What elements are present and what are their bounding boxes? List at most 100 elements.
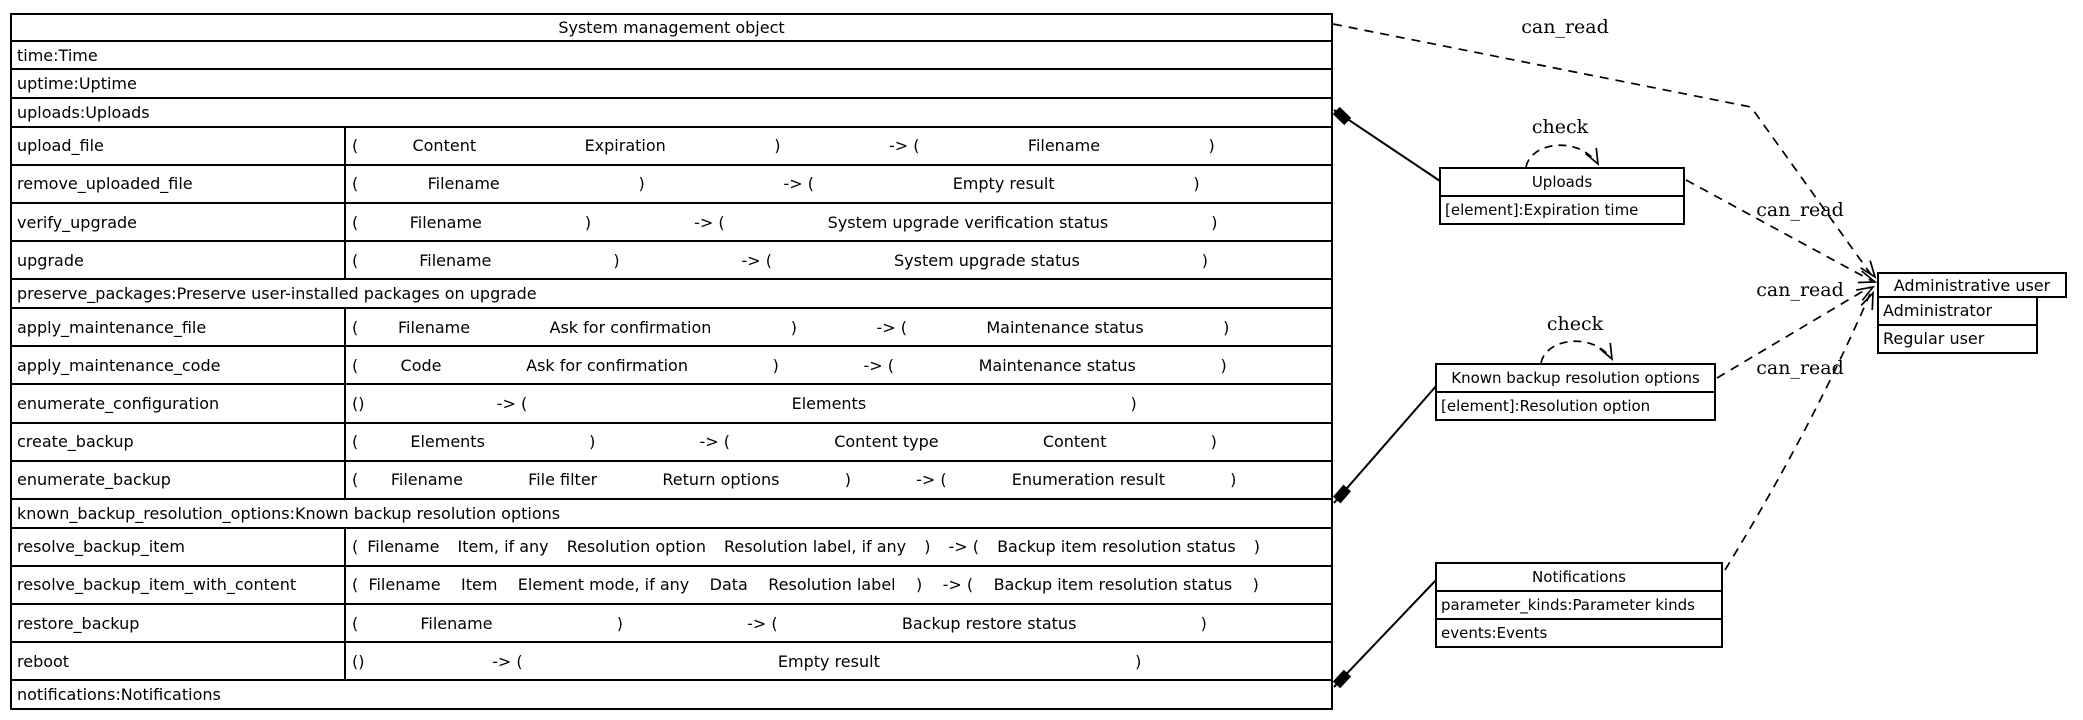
- arrowhead-can-read-2: [1857, 270, 1878, 284]
- signature-token: ): [1208, 136, 1215, 156]
- method-row: resolve_backup_item_with_content(Filenam…: [12, 564, 1331, 603]
- node-attribute: events:Events: [1437, 618, 1721, 646]
- edge-label-can-read-2: can_read: [1756, 199, 1844, 221]
- signature-token: ): [1223, 317, 1230, 337]
- signature-token: ): [916, 575, 923, 595]
- signature-token: -> (: [783, 174, 814, 194]
- attribute-row: uploads:Uploads: [12, 97, 1331, 126]
- notifications-node: Notifications parameter_kinds:Parameter …: [1435, 562, 1723, 648]
- edge-can-read-notifications-to-admin: [1724, 293, 1871, 571]
- arrowhead-check-known: [1599, 342, 1614, 362]
- signature-token: Filename: [427, 174, 500, 194]
- signature-token: Item, if any: [457, 537, 549, 557]
- method-row: enumerate_configuration()-> (Elements): [12, 383, 1331, 422]
- signature-token: Return options: [662, 470, 780, 490]
- signature-token: Ask for confirmation: [526, 355, 688, 375]
- signature-token: Ask for confirmation: [549, 317, 712, 337]
- method-signature: ( Code Ask for confirmation) -> ( Maintenanc…: [346, 347, 1331, 383]
- signature-token: System upgrade verification status: [827, 212, 1109, 232]
- signature-token: -> (: [496, 393, 528, 413]
- method-signature: ()-> (Elements): [346, 385, 1331, 421]
- signature-token: (): [352, 651, 365, 671]
- signature-token: ): [1130, 393, 1137, 413]
- signature-token: ): [774, 136, 781, 156]
- edge-label-can-read-3: can_read: [1756, 279, 1844, 301]
- method-name: apply_maintenance_file: [12, 309, 346, 346]
- signature-token: Backup restore status: [901, 613, 1077, 633]
- signature-token: ): [1210, 432, 1217, 452]
- signature-token: -> (: [888, 136, 920, 156]
- known-node-title: Known backup resolution options: [1451, 369, 1700, 387]
- method-name: enumerate_configuration: [12, 385, 346, 422]
- signature-token: (: [352, 317, 359, 337]
- signature-token: ): [1253, 537, 1261, 557]
- method-name: restore_backup: [12, 604, 346, 642]
- signature-token: (): [352, 393, 365, 413]
- edge-composition-notifications: [1333, 578, 1438, 688]
- signature-token: ): [1201, 250, 1209, 270]
- method-signature: (Filename)-> (System upgrade status): [346, 242, 1331, 278]
- check-loop-uploads: [1525, 144, 1595, 168]
- signature-token: Filename: [420, 613, 493, 633]
- signature-token: (: [352, 136, 359, 156]
- signature-token: Item: [460, 575, 498, 595]
- signature-token: Code: [400, 355, 442, 375]
- arrowhead-can-read-4: [1860, 290, 1874, 311]
- method-name: remove_uploaded_file: [12, 165, 346, 203]
- signature-token: -> (: [863, 355, 894, 375]
- signature-token: -> (: [948, 537, 980, 557]
- signature-token: File filter: [528, 470, 598, 490]
- check-loop-known: [1540, 340, 1610, 364]
- method-row: apply_maintenance_file ( Filename Ask for c…: [12, 307, 1331, 346]
- signature-token: ): [1200, 613, 1207, 633]
- signature-token: (: [352, 432, 359, 452]
- signature-token: Filename: [397, 317, 471, 337]
- composition-marker-known: [1332, 484, 1352, 504]
- signature-token: ): [589, 432, 596, 452]
- signature-token: -> (: [699, 432, 731, 452]
- signature-token: Maintenance status: [978, 355, 1136, 375]
- edge-composition-uploads: [1333, 109, 1441, 182]
- method-name: create_backup: [12, 423, 346, 460]
- signature-token: Enumeration result: [1011, 470, 1165, 490]
- method-row: upgrade(Filename)-> (System upgrade stat…: [12, 240, 1331, 279]
- signature-token: Backup item resolution status: [993, 575, 1233, 595]
- method-name: resolve_backup_item: [12, 528, 346, 565]
- signature-token: -> (: [747, 613, 778, 633]
- signature-token: (: [352, 537, 359, 557]
- table-title: System management object: [558, 17, 785, 37]
- signature-token: -> (: [942, 575, 974, 595]
- signature-token: (: [352, 355, 359, 375]
- signature-token: ): [1193, 174, 1200, 194]
- method-name: upload_file: [12, 127, 346, 164]
- attribute-row: known_backup_resolution_options:Known ba…: [12, 497, 1331, 527]
- signature-token: ): [1230, 470, 1237, 490]
- signature-token: Maintenance status: [986, 317, 1144, 337]
- method-signature: ()-> (Empty result): [346, 643, 1331, 679]
- method-row: remove_uploaded_file(Filename)-> (Empty …: [12, 163, 1331, 203]
- signature-token: ): [613, 250, 620, 270]
- method-name: enumerate_backup: [12, 461, 346, 498]
- uploads-node-title: Uploads: [1531, 173, 1593, 191]
- signature-token: ): [1220, 355, 1227, 375]
- signature-token: Elements: [410, 432, 485, 452]
- signature-token: (: [352, 575, 359, 595]
- signature-token: Expiration: [584, 136, 666, 156]
- edge-label-check-uploads: check: [1531, 116, 1589, 138]
- known-backup-resolution-options-node: Known backup resolution options [element…: [1435, 363, 1716, 421]
- signature-token: -> (: [694, 212, 725, 232]
- method-signature: ( Filename Ask for confirmation) -> ( Mainte…: [346, 309, 1331, 345]
- signature-token: ): [584, 212, 592, 232]
- method-signature: (Filename)-> (Backup restore status): [346, 605, 1331, 641]
- signature-token: -> (: [876, 317, 907, 337]
- signature-token: ): [1135, 651, 1142, 671]
